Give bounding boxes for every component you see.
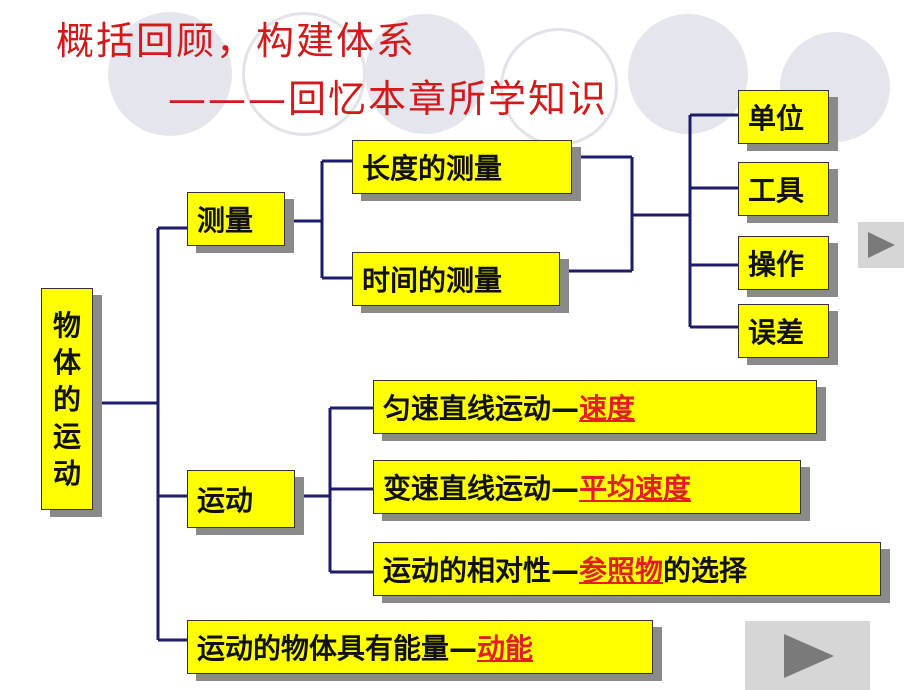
relative-motion-key-term: 参照物 [579,554,664,587]
slide-title: 概括回顾，构建体系 [56,19,417,63]
aspect-error-node: 误差 [738,304,829,358]
play-triangle-icon [868,232,895,258]
root-char: 物 [52,308,81,342]
aspect-operation-node: 操作 [738,236,829,290]
aspect-unit-node: 单位 [738,90,829,144]
motion-label: 运动 [197,484,254,517]
uniform-motion-text: 匀速直线运动— [383,392,580,425]
motion-node: 运动 [187,470,295,528]
aspect-operation-label: 操作 [748,248,805,281]
aspect-error-label: 误差 [748,316,805,349]
length-measure-label: 长度的测量 [362,152,503,185]
aspect-tool-node: 工具 [738,162,829,216]
next-slide-button[interactable] [745,621,870,690]
length-measure-node: 长度的测量 [352,140,572,194]
root-char: 体 [52,345,81,379]
decor-circle [365,14,485,134]
relative-motion-node: 运动的相对性—参照物的选择 [373,542,881,596]
measure-node: 测量 [187,192,285,246]
slide-subtitle: ———回忆本章所学知识 [168,77,609,121]
aspect-unit-label: 单位 [748,102,805,135]
root-char: 动 [52,456,81,490]
decor-circle [108,12,232,136]
kinetic-energy-text: 运动的物体具有能量— [197,632,478,665]
root-char: 运 [52,419,81,453]
variable-motion-key-term: 平均速度 [579,472,692,505]
decor-ring [242,12,366,136]
next-slide-button-small[interactable] [858,222,904,268]
aspect-tool-label: 工具 [748,174,805,207]
root-node: 物 体 的 运 动 [41,288,93,510]
root-char: 的 [52,382,81,416]
uniform-motion-node: 匀速直线运动—速度 [373,380,817,434]
variable-motion-node: 变速直线运动—平均速度 [373,460,801,514]
variable-motion-text: 变速直线运动— [383,472,580,505]
uniform-motion-key-term: 速度 [579,392,636,425]
play-triangle-icon [783,633,834,678]
relative-motion-text: 运动的相对性— [383,554,580,587]
relative-motion-tail: 的选择 [663,554,748,587]
measure-label: 测量 [197,204,254,237]
time-measure-label: 时间的测量 [362,264,503,297]
kinetic-energy-node: 运动的物体具有能量—动能 [187,620,653,674]
kinetic-energy-key-term: 动能 [477,632,534,665]
time-measure-node: 时间的测量 [352,252,560,306]
